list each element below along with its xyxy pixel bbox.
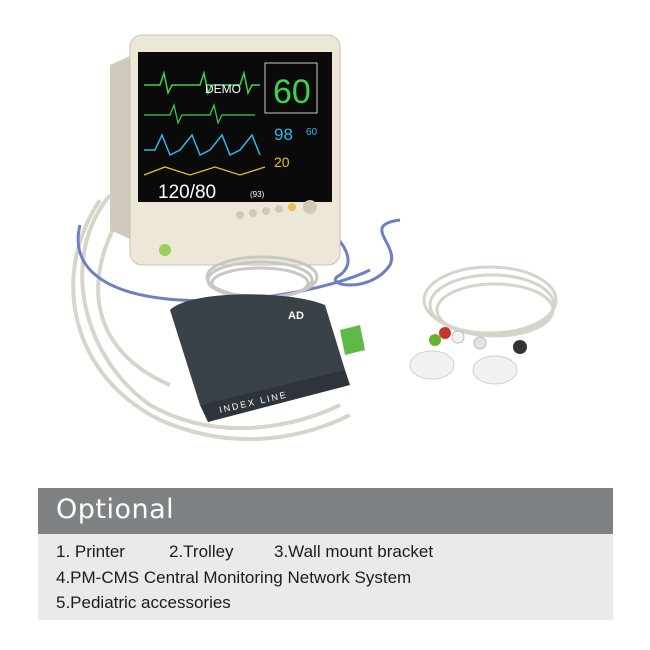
option-central-monitoring: 4.PM-CMS Central Monitoring Network Syst… — [56, 568, 412, 587]
resp-wave — [143, 166, 266, 176]
option-pediatric: 5.Pediatric accessories — [56, 593, 231, 612]
map-value: (93) — [250, 190, 265, 199]
optional-banner: Optional — [38, 488, 613, 534]
ecg-leads-coil — [422, 265, 558, 338]
demo-label: DEMO — [205, 82, 241, 96]
power-button — [159, 244, 171, 256]
ecg-wave-2 — [144, 102, 255, 125]
option-wall-mount: 3.Wall mount bracket — [274, 542, 434, 561]
monitor-screen — [138, 52, 332, 202]
option-printer: 1. Printer — [56, 542, 125, 561]
product-photo: DEMO 60 98 60 20 120/80 (93) — [40, 25, 610, 470]
monitor-buttons — [159, 200, 317, 256]
cuff-brand-text: AD — [288, 310, 304, 322]
banner-title: Optional — [56, 494, 175, 525]
hr-value: 60 — [273, 73, 311, 111]
pr-value: 60 — [306, 127, 318, 138]
nibp-value: 120/80 — [158, 182, 216, 203]
monitor: DEMO 60 98 60 20 120/80 (93) — [110, 34, 341, 266]
resp-value: 20 — [274, 154, 290, 170]
ecg-cable — [71, 193, 351, 442]
option-trolley: 2.Trolley — [169, 542, 234, 561]
optional-list: 1. Printer 2.Trolley 3.Wall mount bracke… — [38, 534, 613, 620]
nibp-tube — [205, 255, 319, 300]
patient-monitor-illustration: DEMO 60 98 60 20 120/80 (93) — [71, 34, 558, 442]
pleth-wave — [144, 133, 261, 157]
bp-cuff: AD INDEX LINE — [170, 294, 365, 422]
spo2-cable — [76, 213, 401, 303]
ecg-wave — [144, 70, 260, 96]
rotary-knob — [303, 200, 317, 214]
spo2-value: 98 — [274, 125, 293, 144]
ecg-electrodes — [409, 327, 527, 385]
